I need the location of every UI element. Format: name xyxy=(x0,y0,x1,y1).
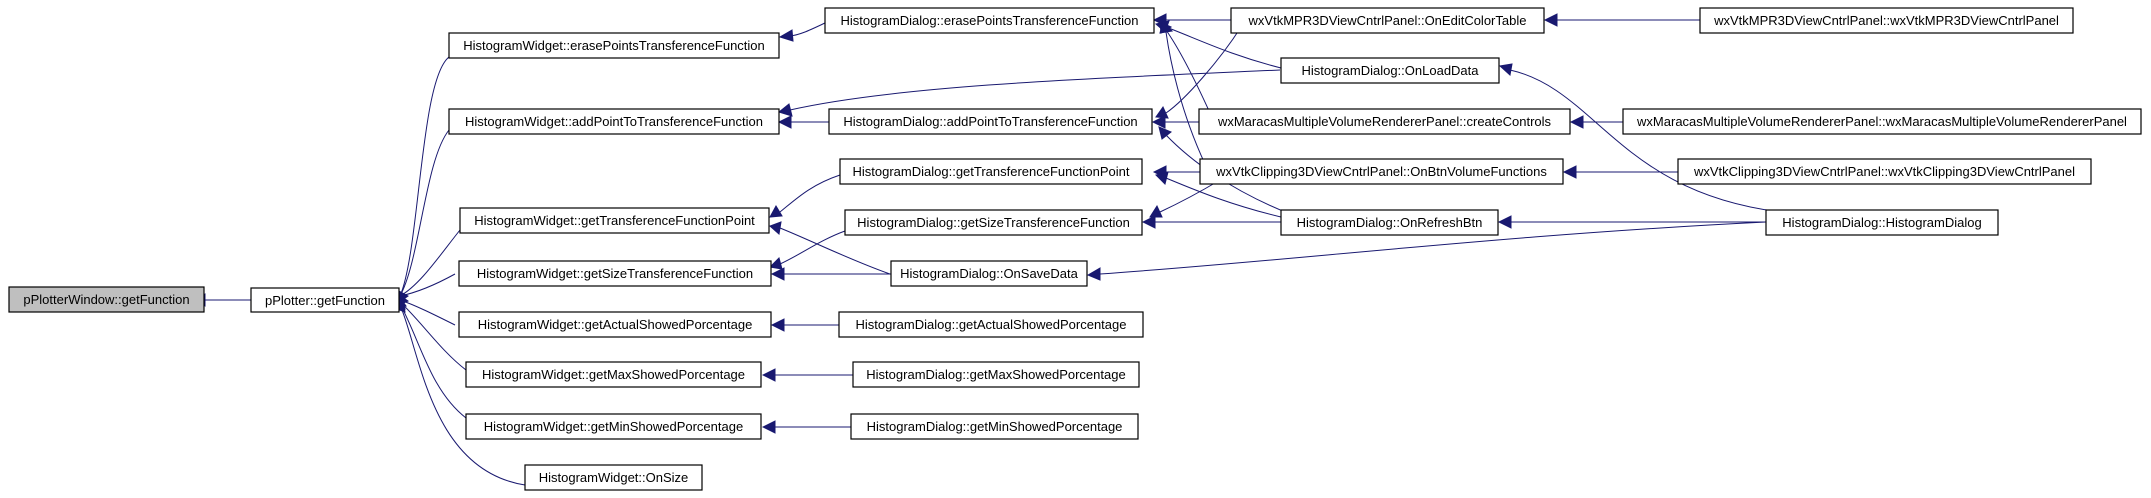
node-clip-ctor[interactable]: wxVtkClipping3DViewCntrlPanel::wxVtkClip… xyxy=(1677,158,2092,185)
edge-hd-gettfpoint-to-hw xyxy=(779,174,841,213)
svg-text:HistogramDialog::OnLoadData: HistogramDialog::OnLoadData xyxy=(1301,63,1479,78)
svg-text:HistogramWidget::getMaxShowedP: HistogramWidget::getMaxShowedPorcentage xyxy=(482,367,745,382)
svg-text:HistogramWidget::getMinShowedP: HistogramWidget::getMinShowedPorcentage xyxy=(484,419,743,434)
node-hw-addpoint[interactable]: HistogramWidget::addPointToTransferenceF… xyxy=(448,108,780,135)
svg-text:HistogramDialog::OnRefreshBtn: HistogramDialog::OnRefreshBtn xyxy=(1297,215,1483,230)
nodes: pPlotterWindow::getFunction pPlotter::ge… xyxy=(8,7,2142,491)
node-hd-erasepoints[interactable]: HistogramDialog::erasePointsTransference… xyxy=(824,7,1155,34)
edge-arrowhead xyxy=(777,103,793,117)
edge-arrowhead xyxy=(770,267,785,281)
edge-arrowhead xyxy=(769,221,782,235)
edge-arrowhead xyxy=(1151,115,1166,129)
svg-text:HistogramDialog::addPointToTra: HistogramDialog::addPointToTransferenceF… xyxy=(843,114,1137,129)
svg-text:HistogramDialog::getTransferen: HistogramDialog::getTransferenceFunction… xyxy=(853,164,1130,179)
edge-arrowhead xyxy=(1159,21,1174,34)
svg-text:HistogramWidget::getSizeTransf: HistogramWidget::getSizeTransferenceFunc… xyxy=(477,266,753,281)
edge-hd-ctor-to-hd-onsavedata xyxy=(1099,221,1767,275)
svg-text:HistogramWidget::erasePointsTr: HistogramWidget::erasePointsTransference… xyxy=(463,38,765,53)
edge-hd-onloaddata-to-hw-addpoint xyxy=(789,69,1281,111)
svg-text:wxVtkClipping3DViewCntrlPanel:: wxVtkClipping3DViewCntrlPanel::wxVtkClip… xyxy=(1693,164,2075,179)
edge-hw-onsize-to-pplotter xyxy=(399,304,526,486)
edge-hd-onloaddata-to-hd-erasepoints xyxy=(1165,26,1282,69)
edge-hd-ctor-to-hd-onloaddata xyxy=(1509,69,1801,215)
edge-mpr-oneditcolortable-to-hd-addpoint xyxy=(1165,26,1242,114)
node-hw-getsizetf[interactable]: HistogramWidget::getSizeTransferenceFunc… xyxy=(458,260,772,287)
svg-text:HistogramDialog::getSizeTransf: HistogramDialog::getSizeTransferenceFunc… xyxy=(857,215,1130,230)
node-hd-gettfpoint[interactable]: HistogramDialog::getTransferenceFunction… xyxy=(839,158,1143,185)
edge-hw-getmax-to-pplotter xyxy=(399,301,467,371)
svg-text:pPlotter::getFunction: pPlotter::getFunction xyxy=(265,293,385,308)
node-hd-onrefreshbtn[interactable]: HistogramDialog::OnRefreshBtn xyxy=(1280,209,1499,236)
svg-text:wxVtkMPR3DViewCntrlPanel::wxVt: wxVtkMPR3DViewCntrlPanel::wxVtkMPR3DView… xyxy=(1713,13,2059,28)
edge-hd-erasepoints-to-hw xyxy=(789,22,826,37)
node-hd-onsavedata[interactable]: HistogramDialog::OnSaveData xyxy=(890,260,1088,287)
edge-arrowhead xyxy=(1569,115,1584,129)
node-hd-ctor[interactable]: HistogramDialog::HistogramDialog xyxy=(1765,209,1999,236)
node-mpr-oneditcolortable[interactable]: wxVtkMPR3DViewCntrlPanel::OnEditColorTab… xyxy=(1230,7,1545,34)
edge-hw-gettfpoint-to-pplotter xyxy=(399,229,461,297)
node-mmvr-ctor[interactable]: wxMaracasMultipleVolumeRendererPanel::wx… xyxy=(1622,108,2142,135)
svg-text:HistogramDialog::getActualShow: HistogramDialog::getActualShowedPorcenta… xyxy=(856,317,1127,332)
edge-hw-getmin-to-pplotter xyxy=(399,303,467,419)
edge-arrowhead xyxy=(1141,215,1156,229)
svg-text:HistogramWidget::OnSize: HistogramWidget::OnSize xyxy=(539,470,689,485)
node-clip-onbtnvolume[interactable]: wxVtkClipping3DViewCntrlPanel::OnBtnVolu… xyxy=(1199,158,1564,185)
node-hw-erasepoints[interactable]: HistogramWidget::erasePointsTransference… xyxy=(448,32,780,59)
edge-hw-addpoint-to-pplotter xyxy=(399,129,450,297)
edge-hw-getsizetf-to-pplotter xyxy=(399,273,456,297)
edge-arrowhead xyxy=(1158,126,1172,140)
svg-text:HistogramDialog::getMinShowedP: HistogramDialog::getMinShowedPorcentage xyxy=(867,419,1123,434)
edge-arrowhead xyxy=(1562,165,1577,179)
svg-text:wxVtkClipping3DViewCntrlPanel:: wxVtkClipping3DViewCntrlPanel::OnBtnVolu… xyxy=(1215,164,1547,179)
svg-text:HistogramDialog::erasePointsTr: HistogramDialog::erasePointsTransference… xyxy=(841,13,1139,28)
edge-arrowhead xyxy=(761,368,776,382)
node-mpr-ctor[interactable]: wxVtkMPR3DViewCntrlPanel::wxVtkMPR3DView… xyxy=(1699,7,2074,34)
node-pplotter-getfunction[interactable]: pPlotter::getFunction xyxy=(250,287,400,313)
edges xyxy=(191,13,1801,486)
edge-hw-erasepoints-to-pplotter xyxy=(399,56,450,297)
edge-arrowhead xyxy=(1155,171,1169,185)
node-hw-gettfpoint[interactable]: HistogramWidget::getTransferenceFunction… xyxy=(459,207,770,234)
svg-text:wxMaracasMultipleVolumeRendere: wxMaracasMultipleVolumeRendererPanel::cr… xyxy=(1217,114,1552,129)
node-hw-getmax[interactable]: HistogramWidget::getMaxShowedPorcentage xyxy=(465,361,762,388)
node-hw-getmin[interactable]: HistogramWidget::getMinShowedPorcentage xyxy=(465,413,762,440)
edge-arrowhead xyxy=(1086,267,1101,281)
node-hd-getsizetf[interactable]: HistogramDialog::getSizeTransferenceFunc… xyxy=(844,209,1143,236)
edge-arrowhead xyxy=(768,257,783,270)
svg-text:wxMaracasMultipleVolumeRendere: wxMaracasMultipleVolumeRendererPanel::wx… xyxy=(1636,114,2127,129)
edge-arrowhead xyxy=(1543,13,1558,27)
edge-arrowhead xyxy=(1149,204,1163,218)
node-mmvr-createcontrols[interactable]: wxMaracasMultipleVolumeRendererPanel::cr… xyxy=(1198,108,1571,135)
node-hw-onsize[interactable]: HistogramWidget::OnSize xyxy=(524,464,703,491)
edge-mmvr-to-hd-erasepoints xyxy=(1165,29,1211,114)
svg-text:HistogramDialog::OnSaveData: HistogramDialog::OnSaveData xyxy=(900,266,1079,281)
edge-hd-onsavedata-to-hw-gettfpoint xyxy=(779,227,891,275)
node-hd-getactual[interactable]: HistogramDialog::getActualShowedPorcenta… xyxy=(838,311,1144,338)
node-hd-addpoint[interactable]: HistogramDialog::addPointToTransferenceF… xyxy=(828,108,1153,135)
node-pplotterwindow-getfunction[interactable]: pPlotterWindow::getFunction xyxy=(8,286,205,313)
edge-arrowhead xyxy=(770,318,785,332)
edge-arrowhead xyxy=(777,115,792,129)
svg-text:HistogramDialog::HistogramDial: HistogramDialog::HistogramDialog xyxy=(1782,215,1981,230)
svg-text:HistogramWidget::getActualShow: HistogramWidget::getActualShowedPorcenta… xyxy=(478,317,753,332)
svg-text:HistogramWidget::addPointToTra: HistogramWidget::addPointToTransferenceF… xyxy=(465,114,763,129)
edge-arrowhead xyxy=(1497,215,1512,229)
node-hd-getmin[interactable]: HistogramDialog::getMinShowedPorcentage xyxy=(850,413,1139,440)
edge-arrowhead xyxy=(761,420,776,434)
svg-text:HistogramWidget::getTransferen: HistogramWidget::getTransferenceFunction… xyxy=(474,213,755,228)
edge-arrowhead xyxy=(1498,63,1513,76)
edge-arrowhead xyxy=(778,29,794,42)
edge-clip-to-hd-erasepoints xyxy=(1165,31,1206,165)
node-hw-getactual[interactable]: HistogramWidget::getActualShowedPorcenta… xyxy=(458,311,772,338)
svg-text:pPlotterWindow::getFunction: pPlotterWindow::getFunction xyxy=(23,292,189,307)
node-hd-onloaddata[interactable]: HistogramDialog::OnLoadData xyxy=(1280,57,1500,84)
node-hd-getmax[interactable]: HistogramDialog::getMaxShowedPorcentage xyxy=(852,361,1140,388)
edge-arrowhead xyxy=(769,204,783,218)
edge-hd-onrefresh-to-hd-gettfpoint xyxy=(1165,177,1286,219)
edge-hd-getsizetf-to-hw xyxy=(779,230,846,265)
svg-text:wxVtkMPR3DViewCntrlPanel::OnEd: wxVtkMPR3DViewCntrlPanel::OnEditColorTab… xyxy=(1248,13,1527,28)
svg-text:HistogramDialog::getMaxShowedP: HistogramDialog::getMaxShowedPorcentage xyxy=(866,367,1125,382)
